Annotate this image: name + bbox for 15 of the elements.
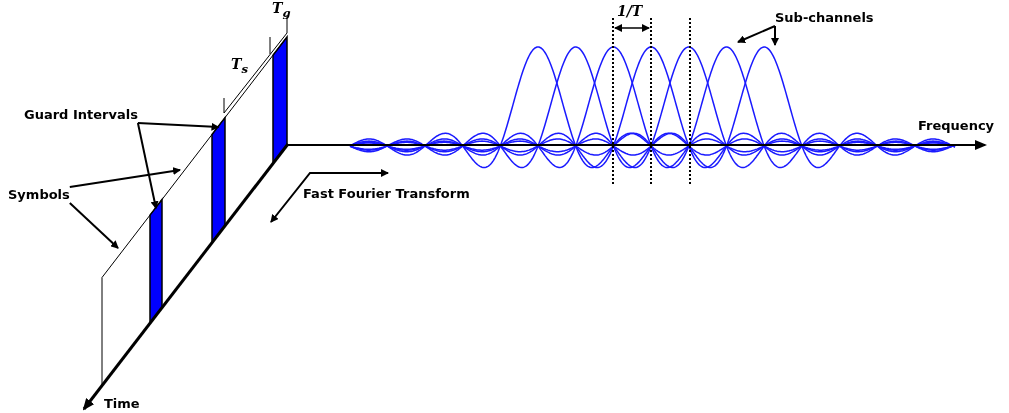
leader-arrow [68,167,181,188]
callout-label: Symbols [8,187,70,203]
callout-label: Guard Intervals [24,107,138,123]
symbol-label: T$_{g}$ [272,0,291,21]
leader-arrow [771,25,779,46]
callout-label: Sub-channels [775,10,874,26]
leader-arrow [136,122,159,210]
axis-label: Fast Fourier Transform [303,186,470,202]
symbol-label: T$_{s}$ [231,56,248,77]
leader-arrow [737,25,776,43]
dimension-label: 1/T [617,3,643,19]
leader-arrow [136,122,220,131]
leader-arrow [68,202,119,249]
axis-label: Frequency [918,118,995,134]
axis-label: Time [104,396,140,412]
